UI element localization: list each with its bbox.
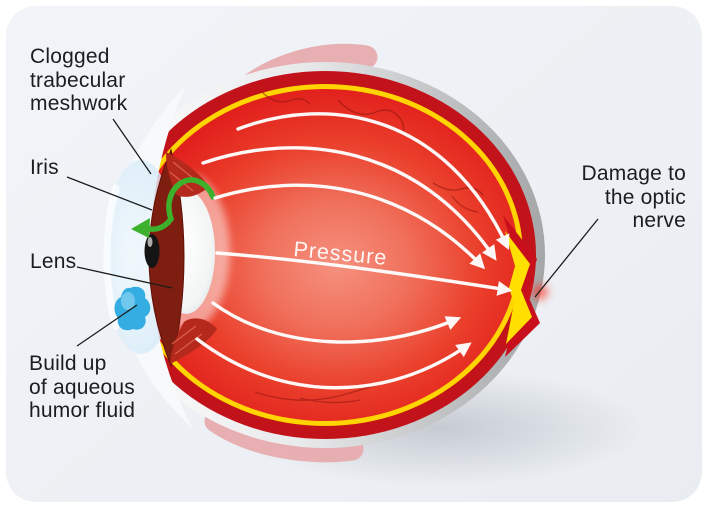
iris-label: Iris — [30, 156, 59, 179]
iris-band — [148, 148, 185, 368]
pupil — [144, 234, 160, 268]
vitreous-interior — [132, 89, 518, 421]
aqueous-buildup-label: Build up of aqueous humor fluid — [29, 352, 136, 422]
aqueous-flow-arrow-icon — [131, 177, 216, 238]
inferior-muscle — [204, 409, 364, 463]
damage-leader-line — [534, 218, 599, 298]
pressure-arrows-icon — [195, 112, 513, 390]
iris-leader-line — [66, 176, 153, 211]
optic-nerve-damage-glow — [532, 284, 548, 300]
optic-nerve-head — [503, 215, 548, 357]
leader-lines — [66, 118, 599, 347]
optic-nerve-damage-label: Damage to the optic nerve — [581, 162, 686, 232]
clogged-trabecular-meshwork-label: Clogged trabecular meshwork — [30, 45, 128, 115]
clogged-leader-line — [112, 118, 152, 175]
lens-leader-line — [76, 266, 173, 289]
buildup-leader-line — [76, 304, 138, 347]
eyeball-globe — [105, 62, 545, 448]
cornea-highlight — [103, 184, 120, 330]
lens-label: Lens — [30, 250, 77, 273]
